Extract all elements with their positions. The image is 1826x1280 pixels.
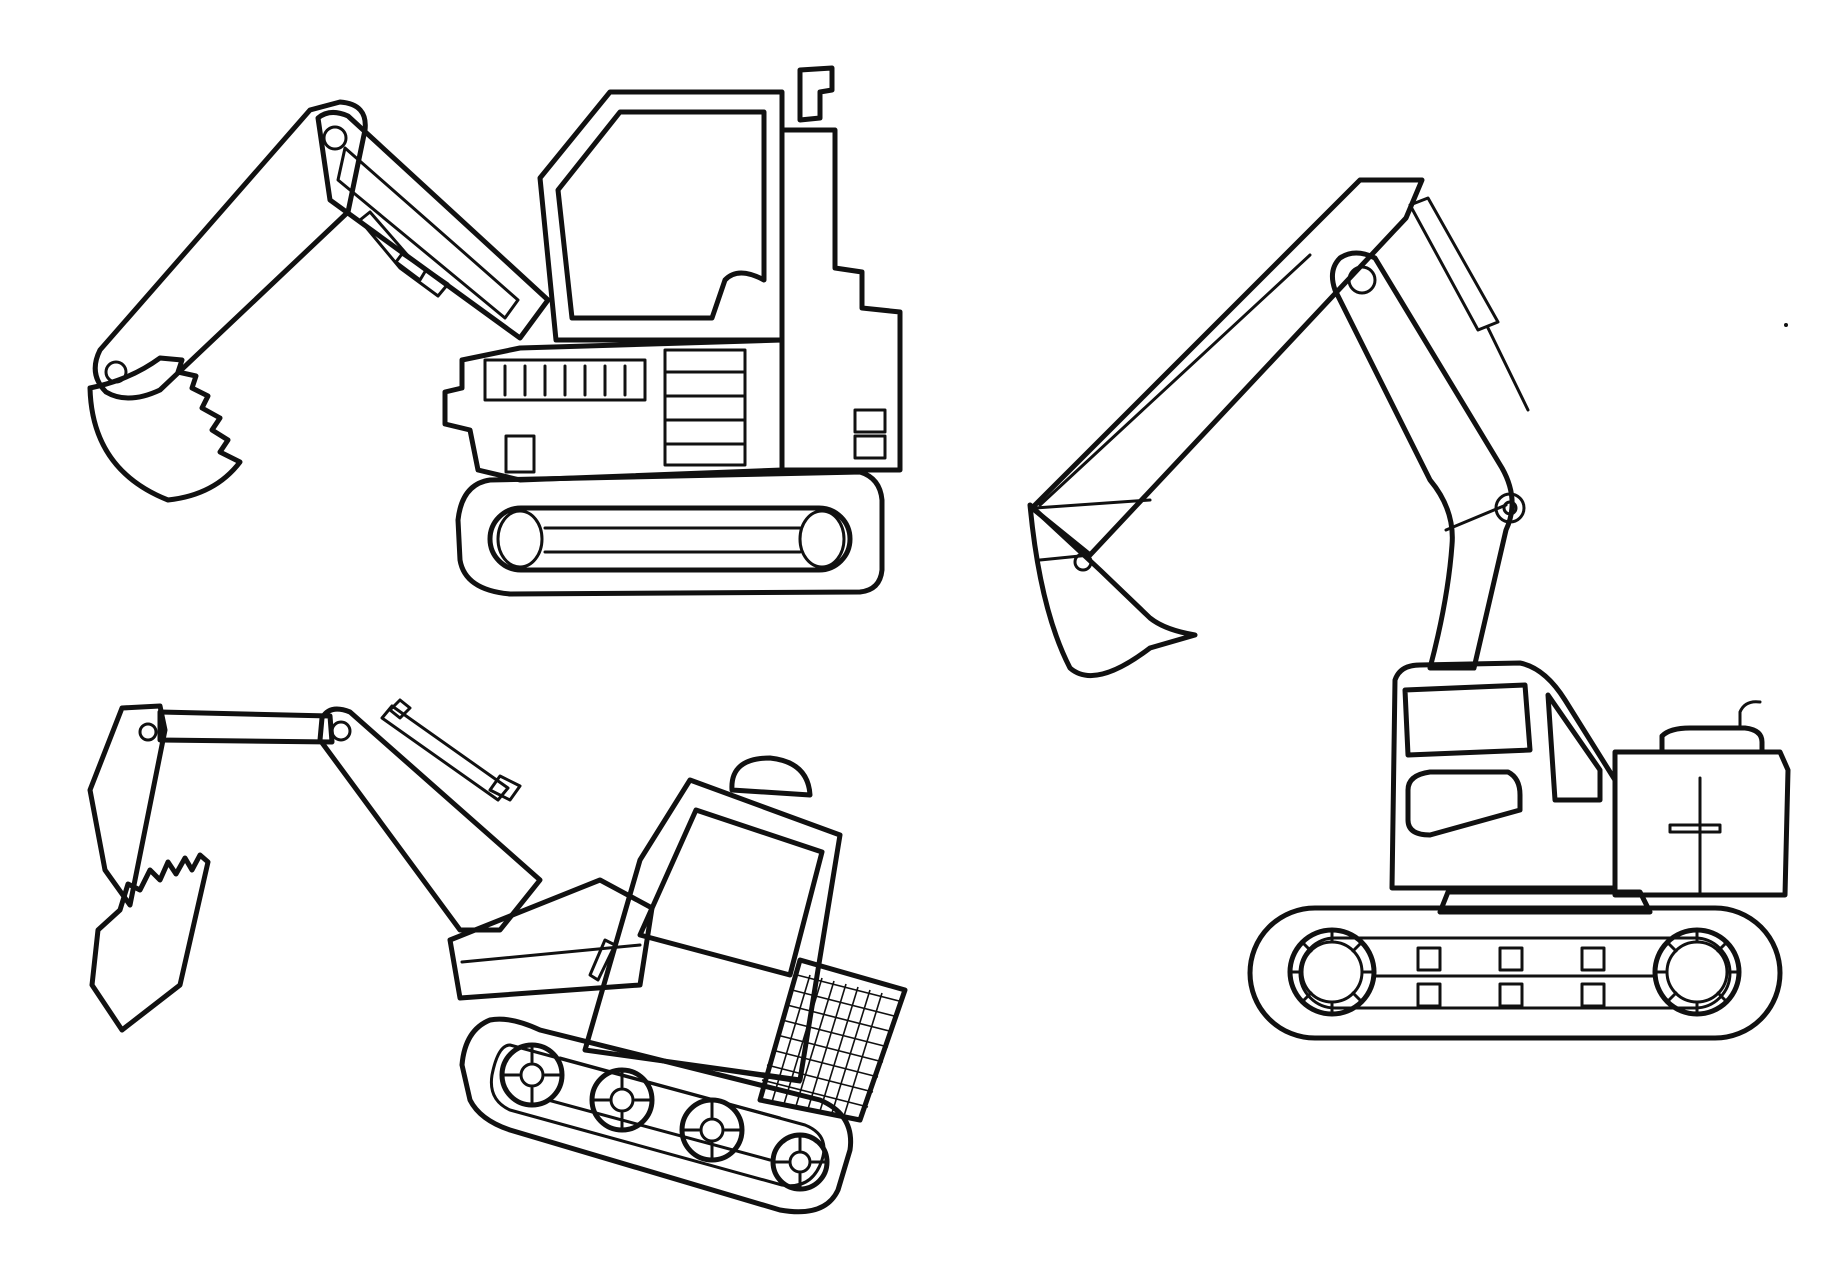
excavator-1-track-inner <box>487 505 853 573</box>
excavator-1-idler-wheel <box>496 509 544 569</box>
excavator-3-boom-cylinder-clamp <box>488 774 522 802</box>
excavator-2-engine-top <box>1659 725 1765 755</box>
excavator-3-wheel-2-hub <box>609 1087 635 1113</box>
excavator-3-lift-arm-line <box>460 943 642 964</box>
excavator-right <box>1027 177 1791 1041</box>
excavator-2-bucket <box>1027 502 1198 678</box>
excavator-1-grille <box>483 358 647 402</box>
excavator-2-cab <box>1389 660 1618 891</box>
excavator-2-turntable <box>1437 889 1653 915</box>
excavator-2-boom-rod <box>1486 326 1530 412</box>
excavator-1-side-panel <box>663 348 747 467</box>
excavator-3-track <box>459 1016 854 1215</box>
excavator-top-left <box>87 65 903 597</box>
excavator-2-wheel-teeth <box>1288 928 1741 1016</box>
excavator-2-cab-door-window <box>1545 692 1603 803</box>
excavator-3-track-line-2 <box>546 1098 772 1162</box>
excavator-3-track-line <box>558 1056 782 1120</box>
excavator-1-cab-window <box>555 109 767 321</box>
excavator-2-track <box>1247 905 1783 1041</box>
excavator-3-arm <box>157 709 335 745</box>
excavator-1-stick-pin <box>322 125 348 151</box>
excavator-2-bucket-link-2 <box>1038 553 1092 562</box>
excavator-1-boom-slot <box>336 146 520 320</box>
excavator-1-cylinder <box>358 210 450 298</box>
excavator-1-boom <box>315 110 551 341</box>
excavator-3-cab-handle <box>588 938 617 982</box>
excavator-1-track <box>455 469 885 597</box>
excavator-3-wheel-4-hub <box>788 1150 812 1174</box>
excavator-2-engine-handle-2 <box>1698 823 1722 834</box>
excavator-2-exhaust <box>1738 700 1762 730</box>
excavator-2-boom-pin <box>1347 265 1377 295</box>
excavator-2-cab-window-top <box>1402 682 1533 758</box>
excavator-3-beacon <box>729 755 813 798</box>
excavator-2-engine-handle <box>1668 823 1702 834</box>
excavator-3-bucket <box>89 852 211 1033</box>
excavator-2-cab-window-bottom <box>1405 769 1523 838</box>
excavator-1-body <box>442 337 785 483</box>
excavator-1-cab <box>537 89 785 343</box>
excavator-3-boom <box>317 706 543 933</box>
excavator-3-grille <box>757 957 908 1123</box>
excavator-2-bucket-link <box>1033 498 1152 510</box>
excavator-1-rear-lamp-bottom <box>853 434 887 460</box>
excavator-1-cylinder-clamp <box>394 252 428 282</box>
excavator-3-cab-window <box>637 807 825 978</box>
excavator-2-boom-cylinder <box>1408 196 1500 332</box>
excavator-1-rear-lamp-top <box>853 408 887 434</box>
excavator-1-light <box>504 434 536 474</box>
excavator-1-bucket <box>87 355 243 503</box>
ink-dot <box>1784 323 1788 327</box>
excavator-1-stick <box>92 99 368 401</box>
excavator-bottom-left <box>87 698 908 1215</box>
excavator-1-exhaust <box>797 65 835 123</box>
excavator-3-boom-cylinder <box>380 704 510 802</box>
excavator-2-boom <box>1329 250 1515 671</box>
excavator-3-grille-mesh <box>761 974 904 1117</box>
excavator-3-wheel-spokes <box>500 1043 829 1191</box>
excavator-1-grille-slats <box>503 364 627 397</box>
excavator-2-stick <box>1029 177 1425 558</box>
excavator-2-boom-crease <box>1444 503 1508 532</box>
excavator-2-boom-joint-inner <box>1502 500 1518 516</box>
excavator-3-stick <box>87 703 168 908</box>
excavator-2-track-pads <box>1374 946 1657 1008</box>
excavator-1-drive-wheel <box>798 509 846 569</box>
excavator-1-side-vents <box>663 370 747 446</box>
excavator-2-stick-cylinder <box>1038 253 1312 507</box>
excavator-3-wheel-1-hub <box>519 1062 545 1088</box>
excavator-3-wheel-3-hub <box>699 1117 725 1143</box>
excavator-3-lift-arm <box>447 877 655 1001</box>
excavator-3-boom-cylinder-end <box>388 698 412 720</box>
excavator-1-engine-housing <box>779 127 903 473</box>
excavator-3-stick-pin <box>138 722 158 742</box>
excavator-2-bucket-pin <box>1073 552 1093 572</box>
excavator-3-boom-pin <box>330 720 352 742</box>
